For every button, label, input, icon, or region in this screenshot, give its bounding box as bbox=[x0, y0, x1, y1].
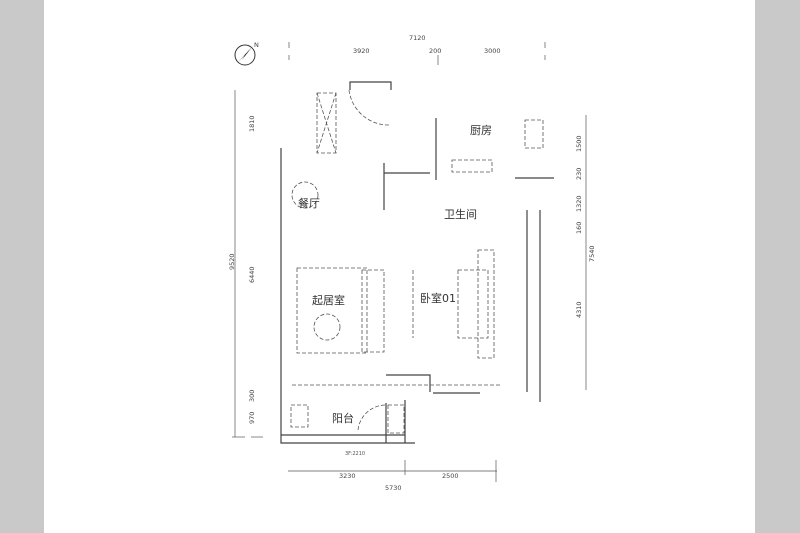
svg-text:2500: 2500 bbox=[442, 472, 459, 480]
svg-text:230: 230 bbox=[575, 168, 583, 180]
svg-text:160: 160 bbox=[575, 222, 583, 234]
walls bbox=[280, 81, 554, 444]
drawing-sheet bbox=[44, 0, 755, 533]
dim-top-right: 3000 bbox=[484, 47, 501, 55]
dim-top-total: 7120 bbox=[409, 34, 426, 42]
room-label-dining: 餐厅 bbox=[298, 196, 320, 210]
dim-left-total: 9520 bbox=[228, 253, 236, 270]
svg-text:4310: 4310 bbox=[575, 301, 583, 318]
left-dimensions: 9520 1810 6440 300 970 bbox=[228, 90, 263, 438]
svg-text:7540: 7540 bbox=[588, 245, 596, 262]
dim-left-mid: 6440 bbox=[248, 266, 256, 283]
svg-text:1320: 1320 bbox=[575, 195, 583, 212]
right-dimensions: 1500 230 1320 160 4310 7540 bbox=[575, 115, 596, 390]
dim-top-mid: 200 bbox=[429, 47, 441, 55]
svg-text:5730: 5730 bbox=[385, 484, 402, 492]
room-label-bathroom: 卫生间 bbox=[444, 207, 477, 221]
svg-text:1500: 1500 bbox=[575, 135, 583, 152]
dim-top-left: 3920 bbox=[353, 47, 370, 55]
furniture bbox=[290, 89, 544, 434]
bottom-dimensions: 3230 2500 5730 3F:2210 bbox=[288, 451, 497, 492]
dim-left-b1: 300 bbox=[248, 390, 256, 402]
dim-left-b2: 970 bbox=[248, 412, 256, 424]
room-label-living: 起居室 bbox=[312, 293, 345, 307]
svg-text:3F:2210: 3F:2210 bbox=[345, 451, 365, 457]
room-label-bedroom: 卧室01 bbox=[420, 291, 456, 305]
svg-text:3230: 3230 bbox=[339, 472, 356, 480]
dim-left-top: 1810 bbox=[248, 115, 256, 132]
room-label-balcony: 阳台 bbox=[332, 411, 354, 425]
svg-text:N: N bbox=[254, 41, 259, 49]
top-dimensions: 7120 3920 200 3000 bbox=[288, 34, 546, 65]
north-compass-icon: N bbox=[234, 41, 259, 66]
room-label-kitchen: 厨房 bbox=[470, 124, 492, 137]
